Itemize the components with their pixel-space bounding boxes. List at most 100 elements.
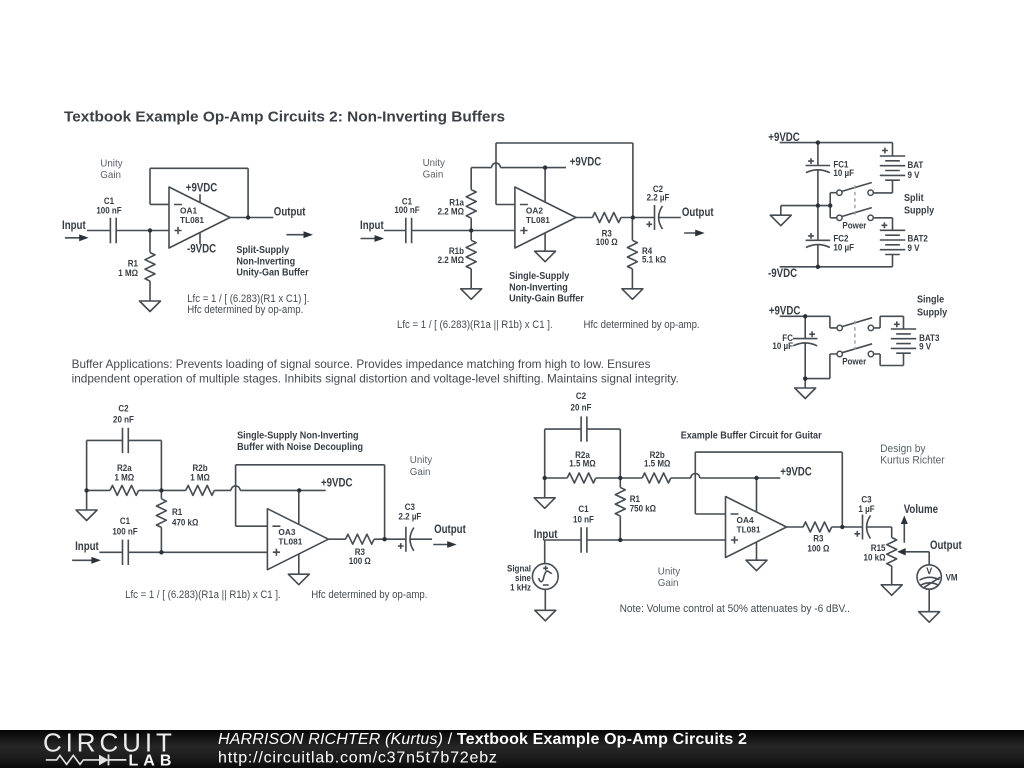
svg-text:OA2: OA2 <box>526 206 543 216</box>
svg-text:Non-Inverting: Non-Inverting <box>509 282 568 293</box>
svg-text:10 µF: 10 µF <box>833 168 854 178</box>
svg-text:LAB: LAB <box>129 753 177 768</box>
svg-text:Unity-Gan Buffer: Unity-Gan Buffer <box>236 268 308 279</box>
svg-text:1.5 MΩ: 1.5 MΩ <box>569 458 595 468</box>
svg-text:-9VDC: -9VDC <box>768 266 797 280</box>
svg-text:BAT: BAT <box>908 160 924 170</box>
svg-text:Input: Input <box>75 539 99 553</box>
svg-text:R4: R4 <box>642 246 653 256</box>
svg-text:R3: R3 <box>813 534 823 544</box>
svg-text:C1: C1 <box>402 197 412 207</box>
svg-text:Input: Input <box>534 527 558 541</box>
svg-text:Signal: Signal <box>507 564 531 574</box>
svg-text:Lfc = 1 / [ (6.283)(R1a || R1b: Lfc = 1 / [ (6.283)(R1a || R1b) x C1 ]. <box>125 589 281 601</box>
svg-text:+9VDC: +9VDC <box>768 130 800 144</box>
svg-text:1.5 MΩ: 1.5 MΩ <box>644 458 670 468</box>
svg-text:OA4: OA4 <box>737 515 754 525</box>
svg-text:Lfc = 1 / [ (6.283)(R1 x C1) ]: Lfc = 1 / [ (6.283)(R1 x C1) ]. <box>187 293 309 305</box>
svg-text:Single-Supply: Single-Supply <box>509 271 569 282</box>
svg-text:R1: R1 <box>128 259 138 269</box>
svg-text:Output: Output <box>930 538 962 552</box>
svg-text:FC: FC <box>782 333 793 343</box>
svg-text:Single: Single <box>917 295 944 306</box>
svg-text:Buffer Applications: Prevents: Buffer Applications: Prevents loading of… <box>72 357 651 371</box>
svg-text:R15: R15 <box>871 543 886 553</box>
svg-text:9 V: 9 V <box>919 341 932 351</box>
svg-text:R1: R1 <box>630 494 640 504</box>
svg-text:FC2: FC2 <box>833 233 848 243</box>
svg-text:R2b: R2b <box>650 450 665 460</box>
svg-text:Unity-Gain Buffer: Unity-Gain Buffer <box>509 294 584 305</box>
svg-text:Split: Split <box>904 193 924 204</box>
svg-text:2.2 MΩ: 2.2 MΩ <box>438 255 464 265</box>
svg-text:R3: R3 <box>355 547 365 557</box>
svg-text:C2: C2 <box>576 391 586 401</box>
svg-text:Design by: Design by <box>880 443 926 455</box>
svg-text:Output: Output <box>274 205 306 219</box>
svg-text:C3: C3 <box>405 502 415 512</box>
svg-text:Input: Input <box>360 218 384 232</box>
svg-text:100 nF: 100 nF <box>112 527 138 537</box>
svg-text:TL081: TL081 <box>737 525 761 535</box>
svg-text:20 nF: 20 nF <box>571 402 592 412</box>
svg-text:Gain: Gain <box>410 467 431 478</box>
svg-text:-9VDC: -9VDC <box>187 242 216 256</box>
svg-text:20 nF: 20 nF <box>113 414 134 424</box>
svg-text:Buffer with Noise Decoupling: Buffer with Noise Decoupling <box>237 442 363 453</box>
svg-text:Gain: Gain <box>423 170 444 181</box>
svg-text:http://circuitlab.com/c37n5t7b: http://circuitlab.com/c37n5t7b72ebz <box>218 750 498 767</box>
svg-text:10 nF: 10 nF <box>573 514 594 524</box>
svg-text:Hfc determined by op-amp.: Hfc determined by op-amp. <box>311 589 427 601</box>
svg-text:Volume: Volume <box>904 502 939 516</box>
svg-text:C1: C1 <box>120 516 130 526</box>
svg-text:Textbook Example Op-Amp Circui: Textbook Example Op-Amp Circuits 2: Non-… <box>64 109 505 126</box>
svg-text:+9VDC: +9VDC <box>570 155 602 169</box>
svg-text:R1a: R1a <box>449 198 464 208</box>
svg-text:BAT3: BAT3 <box>919 333 939 343</box>
svg-text:C3: C3 <box>861 494 871 504</box>
svg-text:R1: R1 <box>172 507 182 517</box>
svg-text:Gain: Gain <box>100 170 121 181</box>
svg-text:100 Ω: 100 Ω <box>349 556 371 566</box>
svg-text:R2b: R2b <box>193 463 208 473</box>
svg-text:indpendent operation of multip: indpendent operation of multiple stages.… <box>72 371 679 385</box>
svg-text:+9VDC: +9VDC <box>780 465 812 479</box>
svg-text:5.1 kΩ: 5.1 kΩ <box>642 255 666 265</box>
svg-text:2.2 µF: 2.2 µF <box>399 511 422 521</box>
svg-text:9 V: 9 V <box>908 170 921 180</box>
svg-text:C1: C1 <box>578 504 588 514</box>
svg-text:C1: C1 <box>104 196 114 206</box>
svg-text:9 V: 9 V <box>908 243 921 253</box>
svg-text:+9VDC: +9VDC <box>769 303 801 317</box>
svg-text:TL081: TL081 <box>278 537 302 547</box>
svg-text:1 kHz: 1 kHz <box>510 582 531 592</box>
svg-text:2.2 µF: 2.2 µF <box>647 193 670 203</box>
svg-text:R2a: R2a <box>117 463 132 473</box>
svg-text:R1b: R1b <box>449 246 464 256</box>
svg-text:750 kΩ: 750 kΩ <box>630 504 656 514</box>
svg-text:10 µF: 10 µF <box>772 341 793 351</box>
svg-text:CIRCUIT: CIRCUIT <box>43 728 176 758</box>
svg-text:R2a: R2a <box>575 450 590 460</box>
svg-text:100 Ω: 100 Ω <box>807 543 829 553</box>
svg-text:10 µF: 10 µF <box>833 242 854 252</box>
svg-text:Split-Supply: Split-Supply <box>236 245 289 256</box>
svg-text:TL081: TL081 <box>526 215 550 225</box>
svg-text:Hfc determined by op-amp.: Hfc determined by op-amp. <box>584 319 700 331</box>
svg-text:10 kΩ: 10 kΩ <box>864 553 886 563</box>
svg-text:Example Buffer Circuit for Gui: Example Buffer Circuit for Guitar <box>681 431 822 442</box>
svg-text:Unity: Unity <box>410 455 433 466</box>
svg-text:470 kΩ: 470 kΩ <box>172 518 198 528</box>
svg-text:Supply: Supply <box>917 308 947 319</box>
svg-text:OA1: OA1 <box>180 206 197 216</box>
svg-text:FC1: FC1 <box>833 159 848 169</box>
svg-text:Output: Output <box>434 522 466 536</box>
svg-text:TL081: TL081 <box>180 215 204 225</box>
svg-text:Single-Supply Non-Inverting: Single-Supply Non-Inverting <box>237 430 358 441</box>
svg-text:Power: Power <box>842 221 866 231</box>
svg-text:OA3: OA3 <box>278 527 295 537</box>
svg-text:1 MΩ: 1 MΩ <box>118 268 138 278</box>
svg-text:Unity: Unity <box>423 158 446 169</box>
svg-text:100 nF: 100 nF <box>96 206 122 216</box>
svg-text:1 MΩ: 1 MΩ <box>115 473 135 483</box>
